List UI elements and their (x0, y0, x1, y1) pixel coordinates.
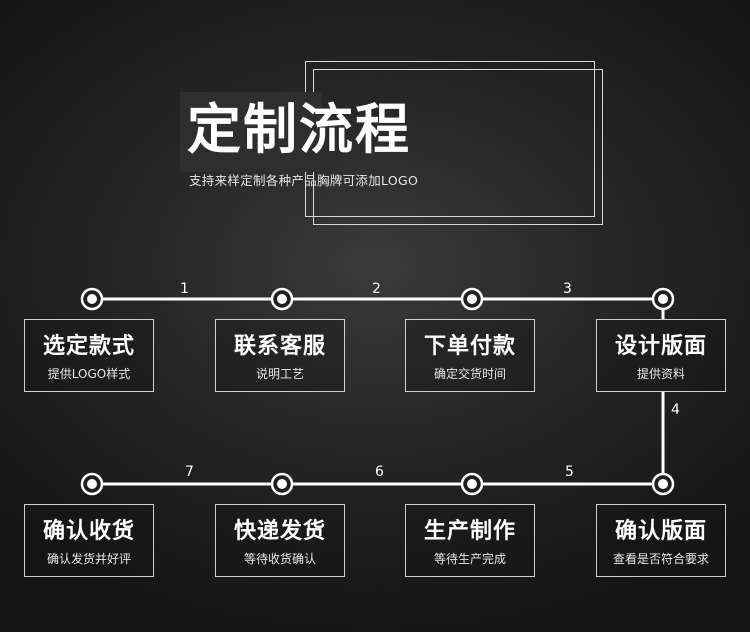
node-1 (80, 287, 104, 311)
step-desc: 提供LOGO样式 (47, 367, 131, 381)
connector-number-2: 2 (372, 281, 381, 297)
step-title: 设计版面 (614, 334, 707, 359)
node-6 (270, 472, 294, 496)
step-box-confirm-receipt: 确认收货 确认发货并好评 (24, 504, 154, 577)
step-desc: 确认发货并好评 (46, 552, 131, 566)
node-7 (460, 472, 484, 496)
step-box-contact-service: 联系客服 说明工艺 (215, 319, 345, 392)
step-title: 联系客服 (233, 334, 326, 359)
step-title: 确认收货 (42, 519, 135, 544)
title-backdrop (180, 92, 322, 172)
connector-number-3: 3 (563, 281, 572, 297)
node-3 (460, 287, 484, 311)
connector-nodes (80, 287, 675, 496)
connector-number-1: 1 (180, 281, 189, 297)
connector-number-6: 6 (375, 464, 384, 480)
step-title: 确认版面 (614, 519, 707, 544)
node-8 (651, 472, 675, 496)
step-title: 快递发货 (233, 519, 326, 544)
page-title: 定制流程 (187, 98, 411, 161)
step-title: 下单付款 (423, 334, 516, 359)
step-box-order-payment: 下单付款 确定交货时间 (405, 319, 535, 392)
step-box-production: 生产制作 等待生产完成 (405, 504, 535, 577)
node-4 (651, 287, 675, 311)
step-desc: 等待生产完成 (433, 552, 506, 566)
step-title: 选定款式 (42, 334, 135, 359)
step-title: 生产制作 (423, 519, 516, 544)
connector-number-5: 5 (565, 464, 574, 480)
step-desc: 确定交货时间 (433, 367, 506, 381)
connector-number-4: 4 (671, 402, 680, 418)
step-desc: 说明工艺 (255, 367, 304, 381)
connector-number-7: 7 (185, 464, 194, 480)
node-5 (80, 472, 104, 496)
step-desc: 查看是否符合要求 (612, 552, 709, 566)
step-box-design-layout: 设计版面 提供资料 (596, 319, 726, 392)
step-box-confirm-layout: 确认版面 查看是否符合要求 (596, 504, 726, 577)
step-box-express-shipping: 快递发货 等待收货确认 (215, 504, 345, 577)
step-box-select-style: 选定款式 提供LOGO样式 (24, 319, 154, 392)
step-desc: 等待收货确认 (243, 552, 316, 566)
step-desc: 提供资料 (636, 367, 685, 381)
node-2 (270, 287, 294, 311)
page-subtitle: 支持来样定制各种产品胸牌可添加LOGO (189, 173, 419, 188)
